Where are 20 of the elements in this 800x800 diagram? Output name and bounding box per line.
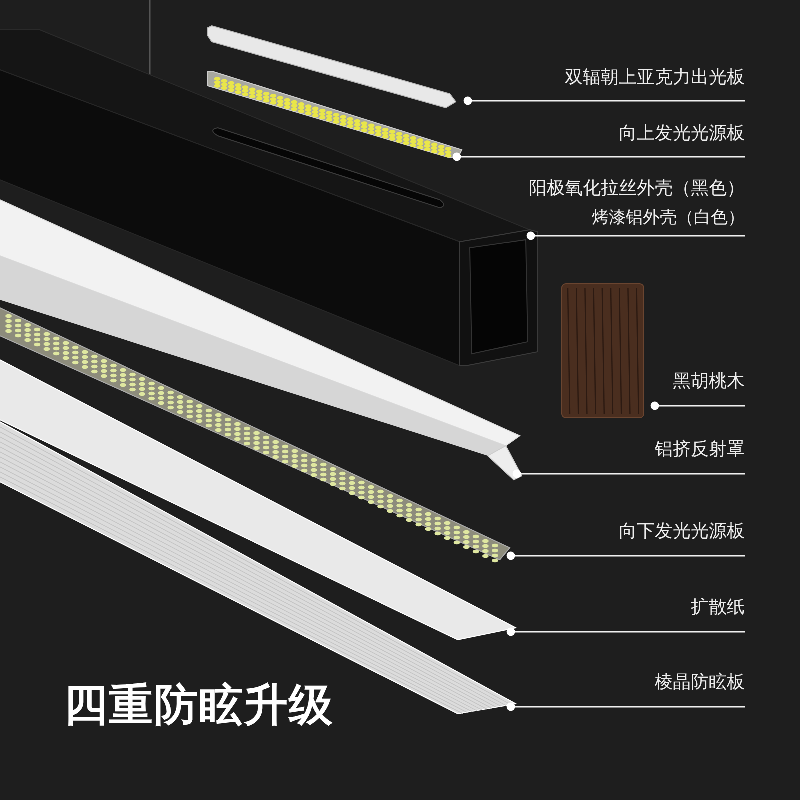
leader-line xyxy=(506,628,745,636)
part-label: 铝挤反射罩 xyxy=(395,436,745,472)
part-label: 扩散纸 xyxy=(395,594,745,630)
leader-line xyxy=(464,96,745,106)
part-label: 向上发光光源板 xyxy=(395,120,745,155)
leader-line xyxy=(452,152,745,162)
leader-line xyxy=(506,702,745,712)
part-label: 烤漆铝外壳（白色） xyxy=(591,207,745,229)
part-label: 阳极氧化拉丝外壳（黑色） xyxy=(528,177,745,200)
light-panel-drawing xyxy=(206,24,458,110)
wood-sample-drawing xyxy=(560,282,646,420)
part-label: 向下发光光源板 xyxy=(395,518,745,554)
title: 四重防眩升级 xyxy=(64,680,334,732)
leader-line xyxy=(506,552,745,560)
part-label: 双辐朝上亚克力出光板 xyxy=(395,64,745,99)
leader-line xyxy=(512,470,745,478)
part-label: 棱晶防眩板 xyxy=(395,669,745,705)
part-label: 黑胡桃木 xyxy=(395,368,745,404)
leader-line xyxy=(526,232,745,240)
leader-line xyxy=(650,402,745,410)
